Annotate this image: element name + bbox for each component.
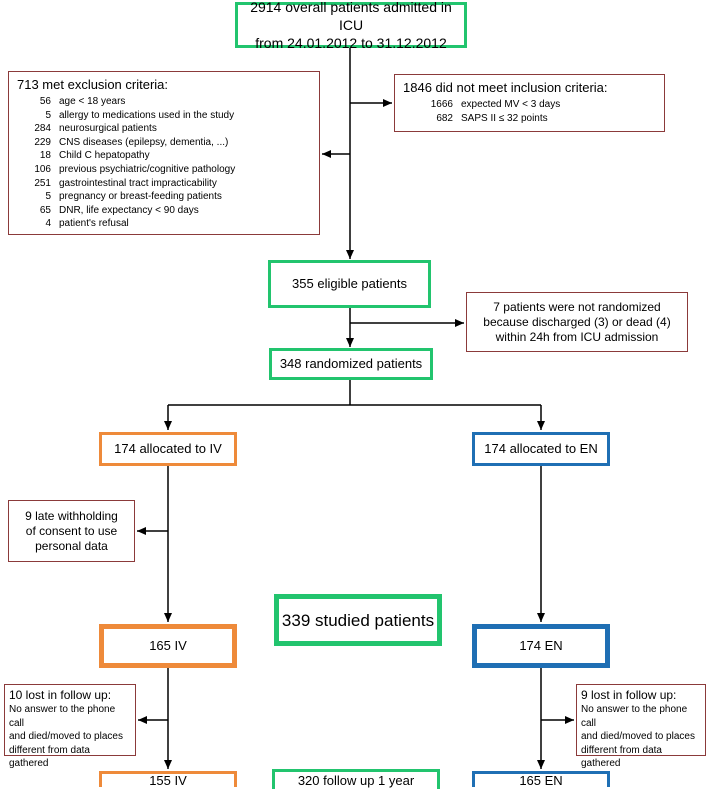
- exclusion-item: 5 allergy to medications used in the stud…: [17, 109, 311, 123]
- studied-label: 339 studied patients: [281, 610, 435, 630]
- exclusion-item-text: DNR, life expectancy < 90 days: [59, 204, 199, 216]
- lost-en-line3: different from data gathered: [581, 744, 662, 770]
- inclusion-item: 682 SAPS II ≤ 32 points: [403, 112, 656, 126]
- lost-iv-line2: and died/moved to places: [9, 731, 123, 743]
- admitted-line2: from 24.01.2012 to 31.12.2012: [255, 35, 447, 51]
- exclusion-item-count: 229: [34, 136, 51, 148]
- exclusion-item-count: 18: [39, 150, 51, 162]
- exclusion-item-text: allergy to medications used in the study: [59, 109, 235, 121]
- withhold-box: 9 late withholding of consent to use per…: [8, 500, 135, 562]
- en-165-box: 165 EN: [472, 771, 610, 788]
- inclusion-item: 1666 expected MV < 3 days: [403, 98, 656, 112]
- exclusion-title: 713 met exclusion criteria:: [17, 77, 169, 92]
- exclusion-item-count: 5: [45, 109, 51, 121]
- lost-en-line2: and died/moved to places: [581, 731, 695, 743]
- admitted-box: 2914 overall patients admitted in ICU fr…: [235, 0, 467, 51]
- not-randomized-box: 7 patients were not randomized because d…: [466, 292, 688, 352]
- lost-en-title: 9 lost in follow up:: [581, 688, 677, 702]
- exclusion-item: 56 age < 18 years: [17, 95, 311, 109]
- exclusion-item: 251 gastrointestinal tract impracticabili…: [17, 177, 311, 191]
- iv-165-label: 165 IV: [149, 638, 187, 653]
- lost-iv-line3: different from data gathered: [9, 744, 90, 770]
- not-randomized-line3: within 24h from ICU admission: [495, 329, 659, 344]
- exclusion-item-count: 4: [45, 218, 51, 230]
- exclusion-box: 713 met exclusion criteria: 56 age < 18 y…: [8, 71, 320, 235]
- en-174-box: 174 EN: [472, 624, 610, 668]
- exclusion-item: 229 CNS diseases (epilepsy, dementia, ...…: [17, 136, 311, 150]
- inclusion-item-count: 682: [436, 112, 453, 124]
- lost-iv-line1: No answer to the phone call: [9, 704, 116, 729]
- admitted-line1: 2914 overall patients admitted in ICU: [250, 0, 452, 33]
- exclusion-item: 284 neurosurgical patients: [17, 122, 311, 136]
- exclusion-item-text: Child C hepatopathy: [59, 150, 150, 162]
- exclusion-item: 106 previous psychiatric/cognitive pathol…: [17, 163, 311, 177]
- alloc-iv-label: 174 allocated to IV: [114, 441, 222, 456]
- exclusion-item-text: neurosurgical patients: [59, 123, 157, 135]
- exclusion-item: 18 Child C hepatopathy: [17, 149, 311, 163]
- lost-iv-title: 10 lost in follow up:: [9, 688, 112, 702]
- withhold-line1: 9 late withholding: [25, 508, 118, 523]
- not-randomized-line1: 7 patients were not randomized: [493, 299, 661, 314]
- inclusion-item-count: 1666: [430, 99, 453, 110]
- inclusion-list: 1666 expected MV < 3 days 682 SAPS II ≤ 32 …: [403, 98, 656, 125]
- exclusion-item-text: pregnancy or breast-feeding patients: [59, 191, 222, 203]
- iv-165-box: 165 IV: [99, 624, 237, 668]
- studied-box: 339 studied patients: [274, 594, 442, 646]
- exclusion-item-count: 5: [45, 191, 51, 203]
- exclusion-item-count: 106: [34, 163, 51, 175]
- iv-155-label: 155 IV: [149, 773, 187, 788]
- alloc-iv-box: 174 allocated to IV: [99, 432, 237, 466]
- randomized-label: 348 randomized patients: [279, 356, 423, 371]
- alloc-en-box: 174 allocated to EN: [472, 432, 610, 466]
- exclusion-item-text: previous psychiatric/cognitive pathology: [59, 163, 236, 175]
- exclusion-item: 4 patient's refusal: [17, 217, 311, 231]
- lost-en-box: 9 lost in follow up: No answer to the ph…: [576, 684, 706, 769]
- exclusion-item: 65 DNR, life expectancy < 90 days: [17, 204, 311, 218]
- exclusion-item-count: 65: [39, 204, 51, 216]
- eligible-label: 355 eligible patients: [292, 276, 407, 291]
- exclusion-item-text: gastrointestinal tract impracticability: [59, 177, 217, 189]
- exclusion-item-text: CNS diseases (epilepsy, dementia, ...): [59, 136, 229, 148]
- exclusion-item-count: 284: [34, 123, 51, 135]
- lost-en-line1: No answer to the phone call: [581, 704, 688, 729]
- eligible-box: 355 eligible patients: [268, 260, 431, 308]
- withhold-line3: personal data: [35, 538, 108, 553]
- en-165-label: 165 EN: [519, 773, 563, 788]
- withhold-line2: of consent to use: [25, 523, 118, 538]
- exclusion-item-count: 251: [34, 177, 51, 189]
- exclusion-item-count: 56: [39, 96, 51, 107]
- exclusion-item-text: age < 18 years: [59, 96, 126, 107]
- inclusion-title: 1846 did not meet inclusion criteria:: [403, 80, 608, 95]
- not-randomized-line2: because discharged (3) or dead (4): [483, 314, 671, 329]
- en-174-label: 174 EN: [519, 638, 563, 653]
- lost-iv-box: 10 lost in follow up: No answer to the p…: [4, 684, 136, 769]
- iv-155-box: 155 IV: [99, 771, 237, 788]
- followup-label: 320 follow up 1 year: [297, 772, 415, 788]
- exclusion-item: 5 pregnancy or breast-feeding patients: [17, 190, 311, 204]
- inclusion-item-text: SAPS II ≤ 32 points: [461, 112, 548, 124]
- inclusion-box: 1846 did not meet inclusion criteria: 16…: [394, 74, 665, 132]
- exclusion-list: 56 age < 18 years 5 allergy to medications …: [17, 95, 311, 231]
- inclusion-item-text: expected MV < 3 days: [461, 99, 561, 110]
- followup-box: 320 follow up 1 year: [272, 769, 440, 789]
- alloc-en-label: 174 allocated to EN: [484, 441, 598, 456]
- randomized-box: 348 randomized patients: [269, 348, 433, 380]
- exclusion-item-text: patient's refusal: [59, 218, 129, 230]
